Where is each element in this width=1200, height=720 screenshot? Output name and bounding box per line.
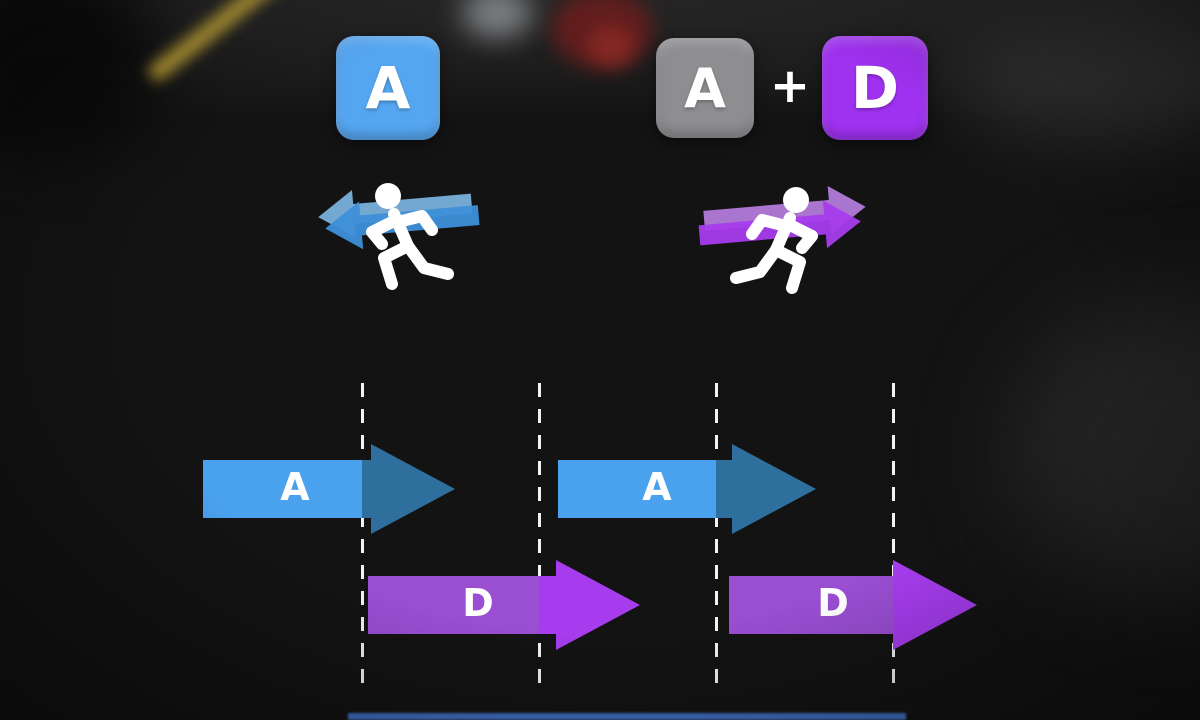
- plus-sign: +: [769, 58, 811, 114]
- arrow-label: A: [642, 465, 672, 510]
- timeline-marker-1: [361, 383, 364, 691]
- keycap-a-combo: A: [656, 38, 754, 138]
- background-bottom-sliver: [348, 713, 906, 720]
- arrow-head: [893, 560, 977, 650]
- timeline-arrow-a-1: A: [203, 444, 455, 534]
- timeline-arrow-d-2: D: [729, 560, 977, 650]
- timeline-arrow-d-1: D: [368, 560, 640, 650]
- arrow-head: [716, 444, 816, 534]
- background-blob: [1010, 300, 1200, 600]
- arrow-body: [558, 444, 716, 534]
- timeline-arrow-a-2: A: [558, 444, 816, 534]
- runner-figure: [730, 187, 818, 294]
- arrow-label: A: [280, 465, 310, 510]
- runner-right-icon: [698, 185, 866, 294]
- keycap-a-combo-label: A: [684, 56, 726, 120]
- keycap-d-combo-label: D: [850, 54, 900, 122]
- keycap-a-label: A: [365, 54, 411, 122]
- runner-left-icon: [318, 183, 480, 290]
- arrow-label: D: [462, 581, 494, 626]
- timeline-marker-3: [715, 383, 718, 691]
- timeline-marker-4: [892, 383, 895, 691]
- arrow-head: [362, 444, 455, 534]
- arrow-body: [368, 560, 539, 650]
- timeline-marker-2: [538, 383, 541, 691]
- arrow-head: [539, 560, 640, 650]
- arrow-body: [729, 560, 893, 650]
- background-top-band: [0, 0, 1200, 120]
- keycap-d-combo: D: [822, 36, 928, 140]
- runner-figure: [366, 183, 454, 290]
- keycap-a: A: [336, 36, 440, 140]
- arrow-label: D: [817, 581, 849, 626]
